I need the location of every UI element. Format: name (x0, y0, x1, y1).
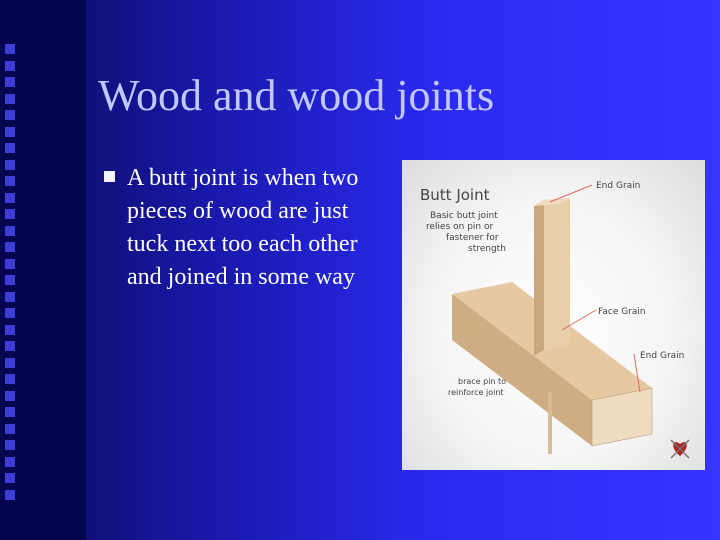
label-face-grain: Face Grain (598, 307, 646, 317)
side-strip (0, 0, 86, 540)
butt-joint-diagram: Butt Joint Basic butt joint relies on pi… (420, 181, 690, 459)
decor-square (5, 275, 15, 285)
decor-square (5, 110, 15, 120)
vertical-board-top (534, 198, 570, 206)
decor-square (5, 44, 15, 54)
label-brace-line-1: brace pin to (458, 377, 506, 386)
bullet-text: A butt joint is when two pieces of wood … (127, 165, 359, 290)
decor-square (5, 225, 15, 236)
square-pattern (3, 44, 21, 500)
decor-square (5, 308, 15, 318)
decor-square (5, 374, 15, 384)
decor-square (5, 77, 15, 87)
figure-desc-line-3: fastener for (446, 233, 499, 243)
vertical-board-front (534, 200, 544, 356)
leader-face-grain (561, 309, 597, 331)
decor-square (5, 489, 15, 500)
decor-square (5, 407, 15, 417)
figure-desc-line-1: Basic butt joint (430, 211, 498, 221)
decor-square (5, 473, 15, 483)
decor-square (5, 390, 15, 401)
leader-end-grain-top (549, 184, 593, 203)
decor-square (5, 93, 15, 104)
decor-square (5, 60, 15, 71)
decor-square (5, 258, 15, 269)
decor-square (5, 456, 15, 467)
bullet-item: A butt joint is when two pieces of wood … (104, 162, 394, 294)
decor-square (5, 176, 15, 186)
decor-square (5, 143, 15, 153)
decor-square (5, 242, 15, 252)
decor-square (5, 324, 15, 335)
decor-square (5, 440, 15, 450)
vertical-board-face (544, 198, 570, 350)
slide-title: Wood and wood joints (98, 71, 495, 120)
figure-desc-line-2: relies on pin or (426, 222, 493, 232)
bullet-square-icon (104, 171, 115, 182)
label-end-grain-right: End Grain (640, 351, 684, 361)
decor-square (5, 357, 15, 368)
decor-square (5, 209, 15, 219)
figure-heading: Butt Joint (420, 186, 490, 204)
brace-pin (548, 392, 552, 454)
decor-square (5, 126, 15, 137)
heart-logo-icon (670, 439, 690, 459)
decor-square (5, 341, 15, 351)
label-brace-line-2: reinforce joint (448, 388, 504, 397)
decor-square (5, 159, 15, 170)
decor-square (5, 291, 15, 302)
decor-square (5, 423, 15, 434)
leader-end-grain-right (633, 353, 641, 393)
decor-square (5, 192, 15, 203)
label-end-grain-top: End Grain (596, 181, 640, 191)
butt-joint-figure: Butt Joint Basic butt joint relies on pi… (402, 160, 705, 470)
horizontal-board-front (452, 294, 592, 446)
figure-desc-line-4: strength (468, 244, 506, 254)
horizontal-board-end (591, 387, 653, 447)
